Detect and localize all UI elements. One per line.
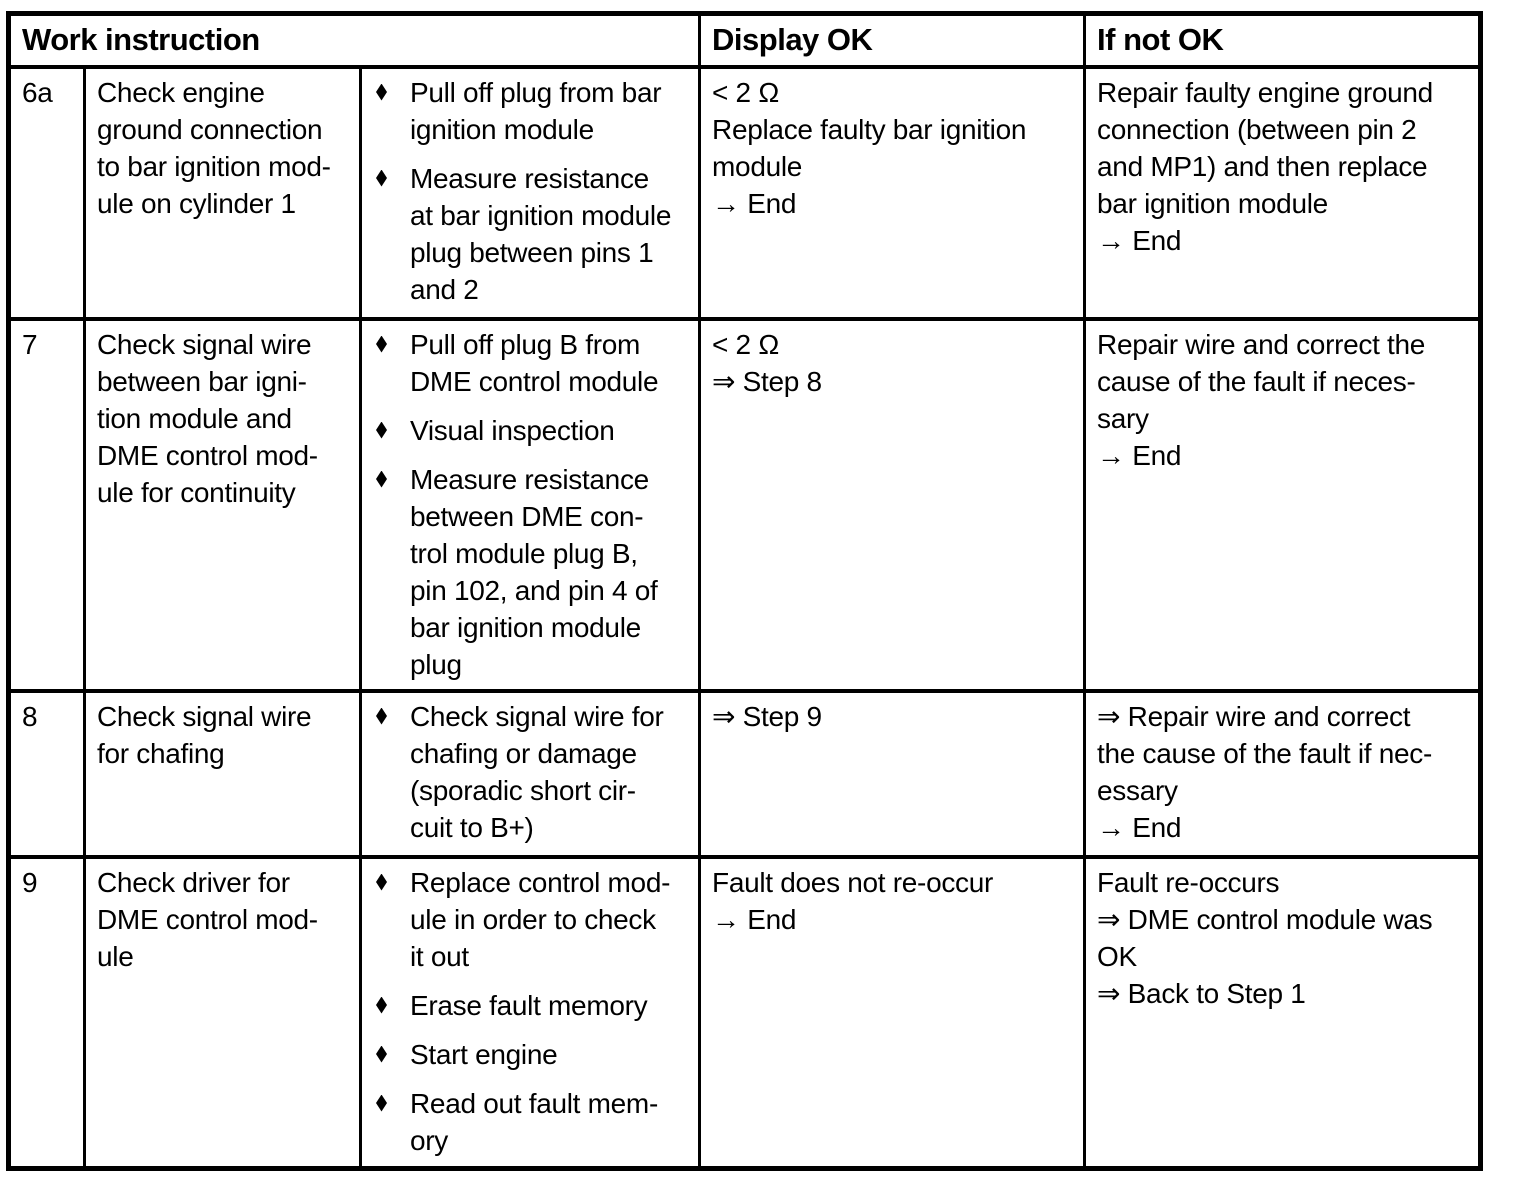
action-text: Visual inspection	[410, 414, 615, 446]
actions-cell: Replace control mod- ule in order to che…	[358, 854, 702, 1171]
bullet-diamond-icon	[376, 421, 387, 439]
bullet-diamond-icon	[376, 996, 387, 1014]
header-if-not-ok: If not OK	[1083, 11, 1483, 69]
check-description: Check signal wire for chafing	[97, 700, 312, 769]
action-item: Replace control mod- ule in order to che…	[374, 864, 688, 975]
action-text: Measure resistance at bar ignition modul…	[410, 162, 672, 305]
action-item: Pull off plug B from DME control module	[374, 326, 688, 400]
step-number: 7	[22, 328, 38, 360]
work-instruction-table: Work instruction Display OK If not OK 6a…	[6, 11, 1484, 1171]
display-ok-text: < 2 Ω ⇒ Step 8	[712, 328, 822, 397]
action-text: Replace control mod- ule in order to che…	[410, 866, 671, 972]
display-ok-cell: < 2 Ω ⇒ Step 8	[698, 316, 1087, 693]
action-text: Check signal wire for chafing or damage …	[410, 700, 664, 843]
action-text: Pull off plug B from DME control module	[410, 328, 659, 397]
display-ok-text: ⇒ Step 9	[712, 700, 822, 732]
display-ok-text: Fault does not re-occur → End	[712, 866, 994, 935]
if-not-ok-text: ⇒ Repair wire and correct the cause of t…	[1097, 700, 1433, 843]
header-row: Work instruction Display OK If not OK	[6, 11, 1483, 69]
table-row: 9 Check driver for DME control mod- ule …	[7, 854, 1483, 1171]
action-list: Replace control mod- ule in order to che…	[374, 864, 688, 1159]
header-work-instruction: Work instruction	[6, 11, 702, 69]
table-row: 6a Check engine ground connection to bar…	[7, 64, 1483, 321]
display-ok-text: < 2 Ω Replace faulty bar ignition module…	[712, 76, 1027, 219]
step-number-cell: 8	[7, 688, 86, 859]
actions-cell: Check signal wire for chafing or damage …	[358, 688, 702, 859]
if-not-ok-text: Fault re-occurs ⇒ DME control module was…	[1097, 866, 1433, 1009]
action-item: Erase fault memory	[374, 987, 688, 1024]
action-text: Pull off plug from bar ignition module	[410, 76, 662, 145]
step-number: 6a	[22, 76, 53, 108]
bullet-diamond-icon	[376, 1094, 387, 1112]
action-text: Start engine	[410, 1038, 558, 1070]
action-text: Measure resistance between DME con- trol…	[410, 463, 658, 680]
check-description-cell: Check engine ground connection to bar ig…	[83, 64, 362, 321]
action-item: Visual inspection	[374, 412, 688, 449]
bullet-diamond-icon	[376, 1045, 387, 1063]
display-ok-cell: ⇒ Step 9	[698, 688, 1087, 859]
step-number-cell: 6a	[7, 64, 86, 321]
if-not-ok-cell: Fault re-occurs ⇒ DME control module was…	[1083, 854, 1483, 1171]
check-description-cell: Check signal wire for chafing	[83, 688, 362, 859]
bullet-diamond-icon	[376, 83, 387, 101]
display-ok-cell: < 2 Ω Replace faulty bar ignition module…	[698, 64, 1087, 321]
if-not-ok-text: Repair wire and correct the cause of the…	[1097, 328, 1426, 471]
header-display-ok: Display OK	[698, 11, 1087, 69]
action-text: Read out fault mem- ory	[410, 1087, 658, 1156]
step-number-cell: 7	[7, 316, 86, 693]
if-not-ok-text: Repair faulty engine ground connection (…	[1097, 76, 1433, 256]
bullet-diamond-icon	[376, 707, 387, 725]
check-description-cell: Check driver for DME control mod- ule	[83, 854, 362, 1171]
step-number-cell: 9	[7, 854, 86, 1171]
action-item: Pull off plug from bar ignition module	[374, 74, 688, 148]
if-not-ok-cell: ⇒ Repair wire and correct the cause of t…	[1083, 688, 1483, 859]
action-item: Start engine	[374, 1036, 688, 1073]
display-ok-cell: Fault does not re-occur → End	[698, 854, 1087, 1171]
bullet-diamond-icon	[376, 335, 387, 353]
action-text: Erase fault memory	[410, 989, 648, 1021]
action-item: Read out fault mem- ory	[374, 1085, 688, 1159]
action-list: Check signal wire for chafing or damage …	[374, 698, 688, 846]
check-description: Check driver for DME control mod- ule	[97, 866, 318, 972]
step-number: 8	[22, 700, 38, 732]
bullet-diamond-icon	[376, 873, 387, 891]
bullet-diamond-icon	[376, 470, 387, 488]
table-row: 7 Check signal wire between bar igni- ti…	[7, 316, 1483, 693]
if-not-ok-cell: Repair wire and correct the cause of the…	[1083, 316, 1483, 693]
action-item: Measure resistance between DME con- trol…	[374, 461, 688, 683]
action-item: Measure resistance at bar ignition modul…	[374, 160, 688, 308]
table-row: 8 Check signal wire for chafing Check si…	[7, 688, 1483, 859]
action-item: Check signal wire for chafing or damage …	[374, 698, 688, 846]
if-not-ok-cell: Repair faulty engine ground connection (…	[1083, 64, 1483, 321]
check-description: Check signal wire between bar igni- tion…	[97, 328, 318, 508]
check-description: Check engine ground connection to bar ig…	[97, 76, 331, 219]
check-description-cell: Check signal wire between bar igni- tion…	[83, 316, 362, 693]
step-number: 9	[22, 866, 38, 898]
bullet-diamond-icon	[376, 169, 387, 187]
